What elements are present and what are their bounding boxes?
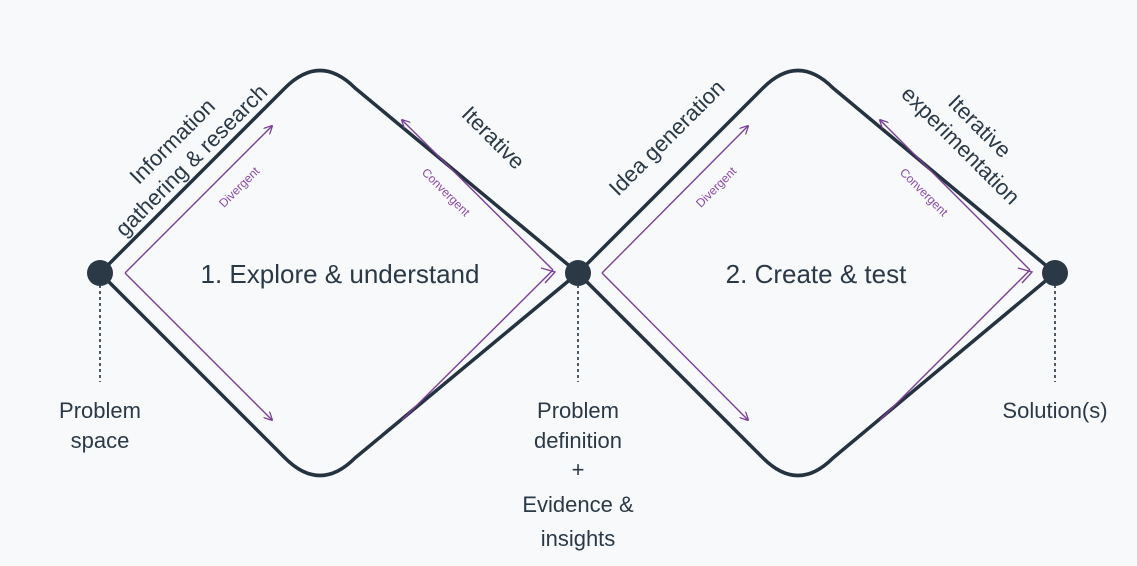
arrow-convergent-top-2 [880,120,1031,271]
phase-label-line: Iterative [457,101,530,174]
divergent-label-1: Divergent [216,164,263,211]
convergent-label-1: Convergent [419,165,473,219]
arrow-divergent-down-1 [124,272,272,420]
arrow-convergent-bottom-2 [879,269,1031,421]
arrow-divergent-down-2 [601,272,748,420]
arrow-divergent-up-1 [124,126,272,274]
arrowhead-converge-2 [1017,267,1034,284]
phase-label-information-gathering: Information gathering & research [110,79,272,241]
node-middle [565,260,591,286]
node-end [1042,260,1068,286]
node-start [87,260,113,286]
milestone-problem-definition-line2: definition [534,428,622,453]
milestone-problem-definition-line3: + [572,457,585,482]
milestone-problem-definition-line4: Evidence & [522,492,634,517]
divergent-label-2: Divergent [693,164,740,211]
diamond-2-title: 2. Create & test [726,259,907,289]
milestone-solutions: Solution(s) [1002,398,1107,423]
milestone-problem-definition-line5: insights [541,526,616,551]
milestone-problem-definition-line1: Problem [537,398,619,423]
phase-label-analysis-definition: Iterative [457,101,530,174]
arrow-convergent-top-1 [402,120,554,271]
arrow-divergent-up-2 [601,126,748,274]
convergent-label-2: Convergent [897,165,951,219]
arrow-convergent-bottom-1 [401,269,554,421]
arrowhead-converge-1 [540,267,557,284]
milestone-problem-space-line1: Problem [59,398,141,423]
diamond-1-title: 1. Explore & understand [201,259,480,289]
milestone-problem-space-line2: space [71,428,130,453]
